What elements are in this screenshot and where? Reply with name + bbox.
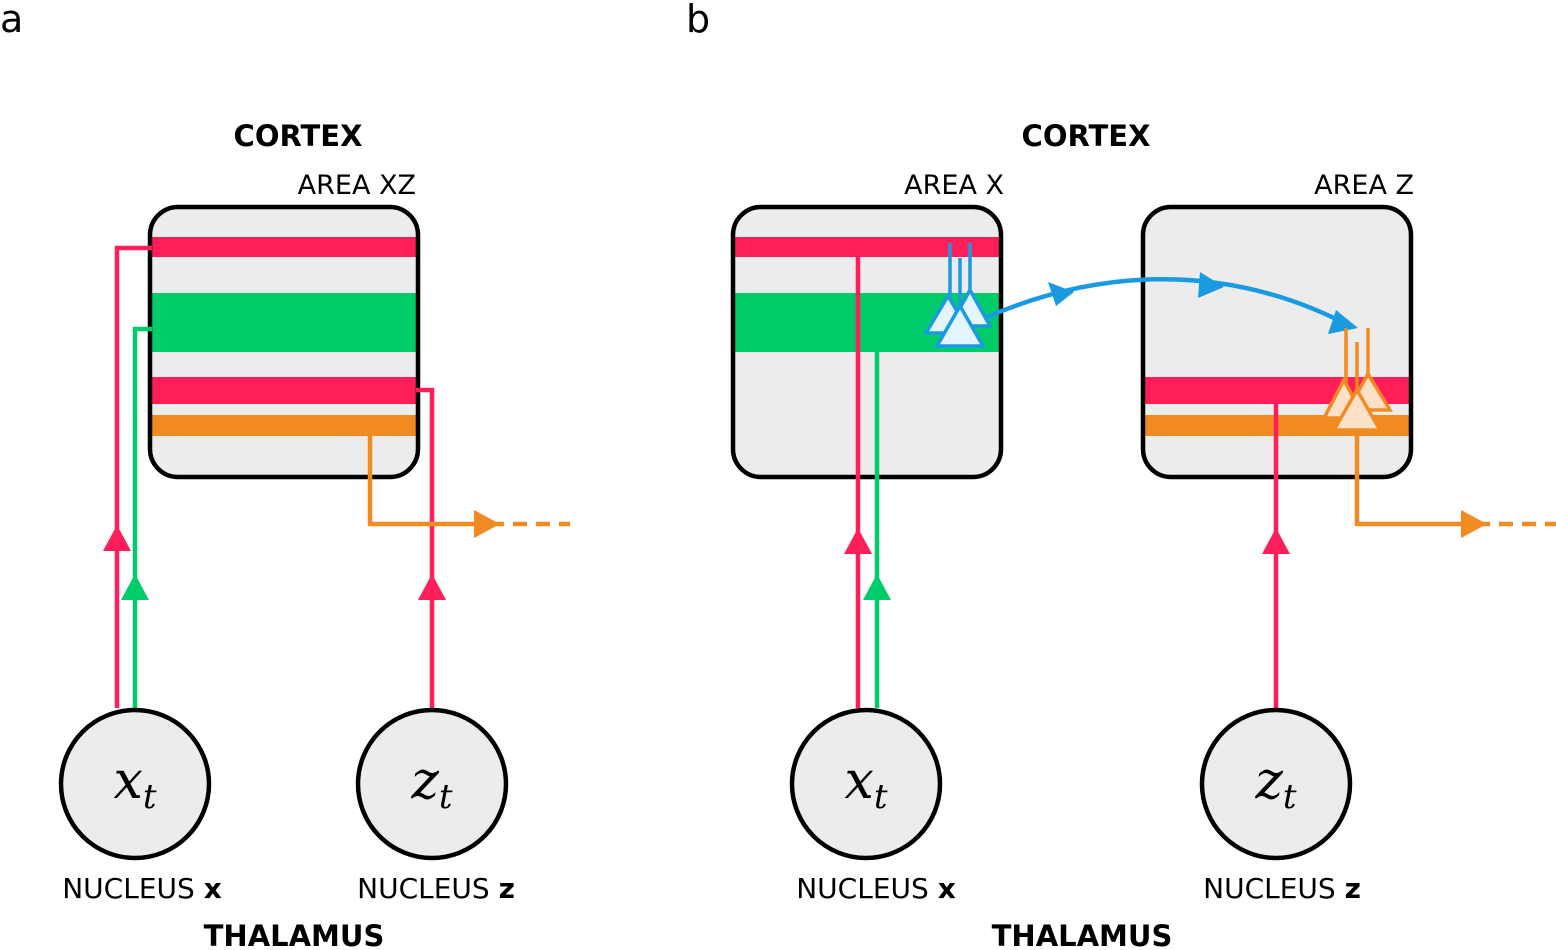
panel-b-orange-output — [1354, 430, 1556, 527]
panel-b-nucleus-x-symbol: xt — [845, 751, 888, 817]
area-x-blue-neurons — [922, 243, 993, 348]
panel-a-nucleus-x-label: NUCLEUS x — [62, 872, 222, 905]
panel-a-cortex-title: CORTEX — [234, 119, 363, 153]
panel-a-red-arrowhead-z — [418, 574, 446, 600]
panel-b-green-arrowhead-x — [863, 574, 891, 600]
panel-b-nucleus-z-label: NUCLEUS z — [1203, 872, 1361, 905]
area-x-label: AREA X — [904, 170, 1004, 201]
panel-a-nucleus-x-symbol: xt — [114, 751, 157, 817]
area-x-red-layer — [735, 237, 999, 257]
panel-a-orange-arrowhead — [474, 510, 500, 538]
panel-b-blue-arrowhead-3 — [1328, 310, 1358, 334]
panel-a-label: a — [0, 0, 23, 41]
area-xz-box — [147, 204, 421, 480]
area-xz-label: AREA XZ — [298, 170, 416, 201]
panel-a-nucleus-z-symbol: zt — [410, 751, 452, 817]
area-xz-red-layer-bottom — [152, 377, 416, 404]
panel-a-green-arrowhead-x — [121, 574, 149, 600]
panel-b-blue-arrowhead-2 — [1198, 272, 1224, 298]
panel-b-nucleus-z: zt — [1199, 707, 1353, 861]
panel-b-cortex-title: CORTEX — [1022, 119, 1151, 153]
panel-b-thalamus-title: THALAMUS — [992, 919, 1173, 950]
panel-a-orange-output — [367, 436, 570, 527]
panel-b-blue-arrowhead-1 — [1048, 282, 1074, 306]
panel-b: b CORTEX AREA X AREA Z — [686, 0, 1556, 950]
area-xz-red-layer-top — [152, 237, 416, 257]
panel-b-nucleus-x-label: NUCLEUS x — [796, 872, 956, 905]
panel-a-red-projection-x — [114, 245, 152, 708]
area-xz-orange-layer — [152, 415, 416, 436]
panel-a-thalamus-title: THALAMUS — [204, 919, 385, 950]
panel-b-red-arrowhead-z — [1262, 528, 1290, 554]
panel-a-nucleus-z: zt — [355, 707, 509, 861]
area-xz-green-layer — [152, 293, 416, 352]
panel-a-nucleus-z-label: NUCLEUS z — [357, 872, 515, 905]
panel-b-nucleus-x: xt — [789, 707, 943, 861]
panel-b-red-arrowhead-x — [844, 528, 872, 554]
area-z-label: AREA Z — [1314, 170, 1414, 201]
panel-a-red-arrowhead-x — [103, 525, 131, 551]
panel-b-label: b — [686, 0, 710, 41]
panel-b-blue-pathway — [984, 277, 1352, 328]
panel-a-nucleus-x: xt — [58, 707, 212, 861]
area-z-orange-neurons — [1321, 328, 1394, 432]
panel-b-orange-arrowhead — [1461, 510, 1487, 538]
panel-b-nucleus-z-symbol: zt — [1254, 751, 1296, 817]
panel-a-red-projection-z — [416, 387, 435, 708]
panel-a: a CORTEX AREA XZ — [0, 0, 570, 950]
